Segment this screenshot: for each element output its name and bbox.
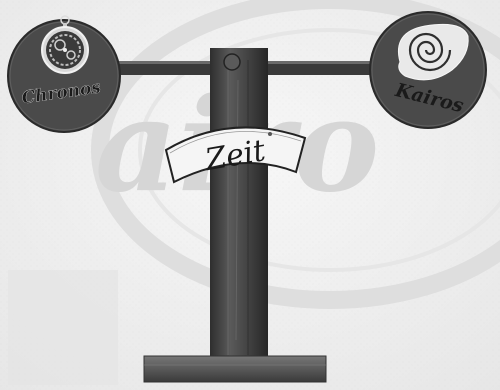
wooden-post: [210, 48, 268, 360]
pivot-bolt: [224, 54, 240, 70]
wooden-base: [144, 356, 326, 382]
background-block: [8, 270, 118, 385]
kairos-disc: Kairos: [370, 12, 486, 128]
